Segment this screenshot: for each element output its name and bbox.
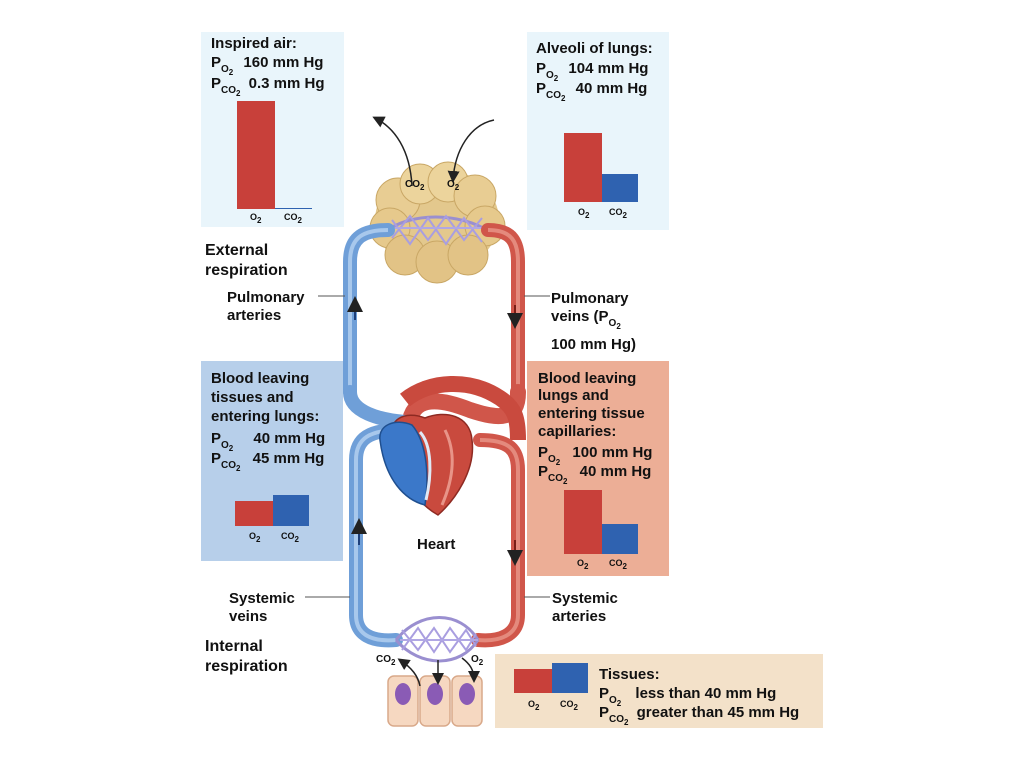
tissue-cells (387, 675, 483, 727)
alveoli-co2-bar (602, 174, 638, 202)
leaving-tissues-line2: tissues and (211, 389, 294, 406)
lung-o2-label: O2 (447, 179, 460, 193)
leaving-tissues-pco2-row: PCO2 45 mm Hg (211, 450, 325, 473)
o-sub: O (221, 64, 229, 75)
tissues-o2-bar (514, 669, 552, 693)
alveoli-po2-value: 104 mm Hg (568, 60, 649, 77)
leaving-tissues-co2-tick: CO2 (281, 531, 299, 544)
inspired-air-co2-bar (275, 208, 312, 209)
pulmonary-veins-label: Pulmonary veins (PO2 100 mm Hg) (551, 290, 637, 353)
inspired-air-o2-bar (237, 101, 275, 209)
inspired-air-o2-tick: O2 (250, 212, 262, 225)
leaving-tissues-po2-value: 40 mm Hg (253, 430, 326, 447)
tissues-o2-tick: O2 (528, 699, 540, 712)
p-symbol: P (211, 75, 222, 92)
leaving-lungs-line2: lungs and (538, 387, 609, 404)
leaving-tissues-o2-tick: O2 (249, 531, 261, 544)
alveoli-po2-row: PO2 104 mm Hg (536, 60, 649, 83)
internal-respiration-label: Internal respiration (205, 638, 288, 675)
tissues-pco2-row: PCO2 greater than 45 mm Hg (599, 704, 800, 727)
inspired-air-pco2-value: 0.3 mm Hg (248, 75, 325, 92)
systemic-arteries-label: Systemic arteries (552, 590, 618, 625)
external-respiration-label: External respiration (205, 242, 288, 279)
two-sub: 2 (236, 89, 241, 98)
leaving-lungs-o2-bar (564, 490, 602, 554)
tissues-title: Tissues: (599, 666, 660, 683)
blood-leaving-tissues-panel (201, 361, 343, 561)
leaving-tissues-o2-bar (235, 501, 273, 526)
leaving-tissues-line1: Blood leaving (211, 370, 310, 387)
heart-illustration (379, 413, 474, 516)
inspired-air-co2-tick: CO2 (284, 212, 302, 225)
leaving-tissues-co2-bar (273, 495, 309, 526)
tissues-co2-bar (552, 663, 588, 693)
tissues-co2-tick: CO2 (560, 699, 578, 712)
alveoli-pco2-row: PCO2 40 mm Hg (536, 80, 648, 103)
leaving-lungs-line1: Blood leaving (538, 370, 637, 387)
leaving-lungs-pco2-row: PCO2 40 mm Hg (538, 463, 652, 486)
leaving-lungs-line3: entering tissue (538, 405, 645, 422)
leaving-lungs-o2-tick: O2 (577, 558, 589, 571)
leaving-lungs-line4: capillaries: (538, 423, 617, 440)
inspired-air-po2-value: 160 mm Hg (243, 54, 324, 71)
alveoli-o2-tick: O2 (578, 207, 590, 220)
alveoli-co2-tick: CO2 (609, 207, 627, 220)
tissues-po2-row: PO2 less than 40 mm Hg (599, 685, 777, 708)
inspired-air-title: Inspired air: (211, 35, 297, 52)
alveoli-title: Alveoli of lungs: (536, 40, 653, 57)
systemic-veins-label: Systemic veins (229, 590, 295, 625)
inspired-air-pco2-row: PCO2 0.3 mm Hg (211, 75, 325, 103)
tissues-po2-value: less than 40 mm Hg (635, 685, 777, 702)
tissue-capillary-bed (394, 616, 480, 663)
tissue-o2-label: O2 (471, 654, 484, 668)
leaving-tissues-line3: entering lungs: (211, 408, 320, 425)
leaving-lungs-co2-tick: CO2 (609, 558, 627, 571)
leaving-lungs-po2-value: 100 mm Hg (572, 444, 653, 461)
alveoli-o2-bar (564, 133, 602, 202)
pulmonary-arteries-label: Pulmonary arteries (227, 289, 305, 324)
leaving-tissues-pco2-value: 45 mm Hg (252, 450, 325, 467)
heart-label: Heart (417, 536, 456, 553)
alveoli-pco2-value: 40 mm Hg (575, 80, 648, 97)
p-symbol: P (211, 54, 222, 71)
inspired-air-po2-row: PO2 160 mm Hg (211, 54, 323, 82)
alveoli-cluster (369, 161, 506, 284)
tissues-pco2-value: greater than 45 mm Hg (636, 704, 800, 721)
co-sub: CO (221, 85, 237, 96)
two-sub: 2 (228, 68, 234, 77)
leaving-lungs-pco2-value: 40 mm Hg (579, 463, 652, 480)
tissue-co2-label: CO2 (376, 654, 396, 668)
leaving-lungs-co2-bar (602, 524, 638, 554)
lung-co2-label: CO2 (405, 179, 425, 193)
leaving-tissues-po2-row: PO2 40 mm Hg (211, 430, 326, 453)
leaving-lungs-po2-row: PO2 100 mm Hg (538, 444, 653, 467)
